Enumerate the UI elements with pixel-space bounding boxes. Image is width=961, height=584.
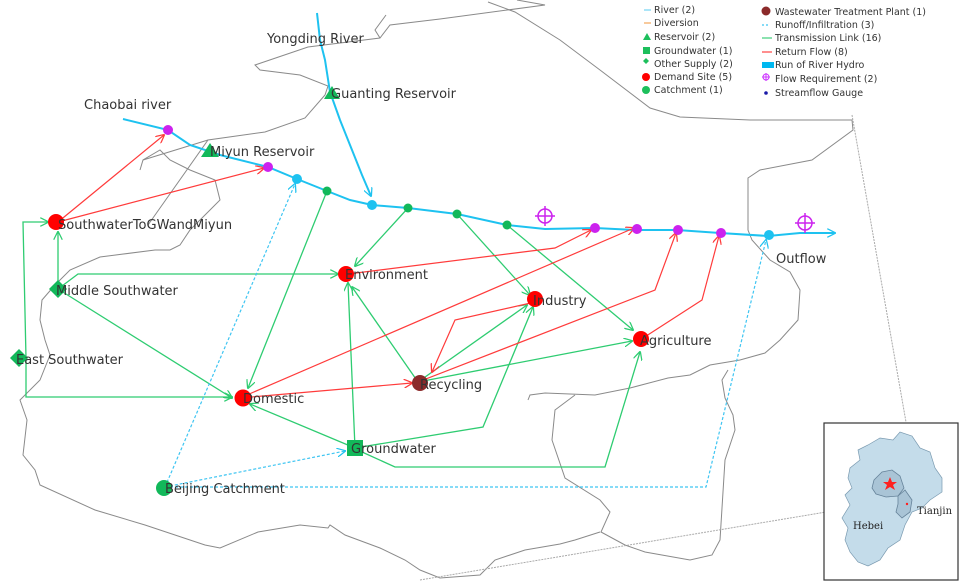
beijing-boundary bbox=[19, 0, 854, 579]
middle-southwater-label: Middle Southwater bbox=[56, 284, 179, 299]
transmission-links bbox=[22, 190, 640, 468]
demand-site-legend-icon bbox=[642, 73, 650, 81]
tianjin-label: Tianjin bbox=[917, 506, 953, 517]
withdrawal-node bbox=[502, 220, 512, 230]
return-node bbox=[590, 223, 600, 233]
east-southwater-label: East Southwater bbox=[16, 353, 124, 368]
recycling-wwtp-icon[interactable] bbox=[412, 375, 428, 391]
yongding-river-label: Yongding River bbox=[266, 32, 364, 47]
legend-column-2: Wastewater Treatment Plant (1) Runoff/In… bbox=[761, 6, 926, 99]
legend-label: River (2) bbox=[654, 5, 695, 16]
withdrawal-node bbox=[403, 203, 413, 213]
catchment-legend-icon bbox=[642, 86, 650, 94]
tianjin-dot-icon bbox=[905, 502, 909, 506]
chaobai-river-line bbox=[122, 118, 835, 236]
miyun-reservoir-icon[interactable] bbox=[201, 143, 219, 157]
inset-connectors bbox=[419, 114, 907, 581]
hebei-region bbox=[841, 431, 943, 567]
legend-label: Flow Requirement (2) bbox=[775, 74, 877, 85]
gauge-legend-icon bbox=[764, 91, 768, 95]
return-node bbox=[632, 224, 642, 234]
inset-map: Hebei Tianjin bbox=[823, 422, 959, 581]
groundwater-label: Groundwater bbox=[351, 442, 437, 457]
domestic-demand-icon[interactable] bbox=[234, 389, 252, 407]
return-node bbox=[716, 228, 726, 238]
groundwater-icon[interactable] bbox=[347, 440, 363, 456]
withdrawal-node bbox=[322, 186, 332, 196]
river-node bbox=[367, 200, 377, 210]
yongding-river-line bbox=[316, 12, 371, 196]
southwater-demand-icon[interactable] bbox=[48, 214, 64, 230]
tianjin-region bbox=[895, 489, 913, 519]
environment-demand-icon[interactable] bbox=[338, 266, 354, 282]
return-flows bbox=[57, 135, 719, 399]
guanting-reservoir-label: Guanting Reservoir bbox=[331, 87, 457, 102]
flow-requirement-icon[interactable] bbox=[535, 206, 555, 226]
flow-node bbox=[263, 162, 273, 172]
legend-label: Catchment (1) bbox=[654, 85, 723, 96]
reservoir-legend-icon bbox=[643, 33, 651, 40]
domestic-label: Domestic bbox=[243, 392, 304, 407]
legend-label: Groundwater (1) bbox=[654, 46, 733, 57]
rivers bbox=[122, 12, 835, 236]
beijing-catchment-icon[interactable] bbox=[156, 480, 172, 496]
beijing-catchment-label: Beijing Catchment bbox=[165, 482, 285, 497]
legend-label: Diversion bbox=[654, 18, 699, 29]
withdrawal-node bbox=[452, 209, 462, 219]
groundwater-legend-icon bbox=[643, 47, 650, 54]
flow-node bbox=[163, 125, 173, 135]
other-supply-legend-icon bbox=[643, 58, 649, 64]
hydro-legend-icon bbox=[762, 62, 774, 68]
flow-requirement-legend-icon bbox=[762, 73, 770, 81]
legend-label: Other Supply (2) bbox=[654, 59, 733, 70]
legend-label: Demand Site (5) bbox=[654, 72, 732, 83]
agriculture-demand-icon[interactable] bbox=[633, 331, 649, 347]
wwtp-legend-icon bbox=[761, 6, 771, 16]
legend-label: Runoff/Infiltration (3) bbox=[775, 20, 874, 31]
legend-label: Streamflow Gauge bbox=[775, 88, 863, 99]
southwater-label: SouthwaterToGWandMiyun bbox=[58, 218, 232, 233]
east-southwater-icon[interactable] bbox=[10, 349, 28, 367]
miyun-reservoir-label: Miyun Reservoir bbox=[210, 145, 315, 160]
outflow-label: Outflow bbox=[776, 252, 827, 267]
recycling-label: Recycling bbox=[420, 378, 482, 393]
legend-label: Wastewater Treatment Plant (1) bbox=[775, 7, 926, 18]
middle-southwater-icon[interactable] bbox=[49, 280, 67, 298]
chaobai-river-label: Chaobai river bbox=[84, 98, 172, 113]
industry-label: Industry bbox=[533, 294, 587, 309]
flow-requirement-icon[interactable] bbox=[795, 213, 815, 233]
guanting-reservoir-icon[interactable] bbox=[324, 86, 340, 99]
outflow-node bbox=[764, 230, 774, 240]
agriculture-label: Agriculture bbox=[640, 334, 712, 349]
runoff-links bbox=[164, 184, 766, 488]
legend-column-1: River (2) Diversion Reservoir (2) Ground… bbox=[642, 5, 733, 96]
beijing-star-icon bbox=[883, 477, 897, 490]
legend-label: Transmission Link (16) bbox=[774, 33, 881, 44]
environment-label: Environment bbox=[345, 268, 428, 283]
industry-demand-icon[interactable] bbox=[527, 291, 543, 307]
hebei-label: Hebei bbox=[853, 521, 883, 532]
river-nodes bbox=[163, 125, 774, 240]
legend-label: Run of River Hydro bbox=[775, 60, 865, 71]
return-node bbox=[673, 225, 683, 235]
legend: River (2) Diversion Reservoir (2) Ground… bbox=[642, 5, 926, 99]
river-node bbox=[292, 174, 302, 184]
legend-label: Return Flow (8) bbox=[775, 47, 848, 58]
legend-label: Reservoir (2) bbox=[654, 32, 715, 43]
